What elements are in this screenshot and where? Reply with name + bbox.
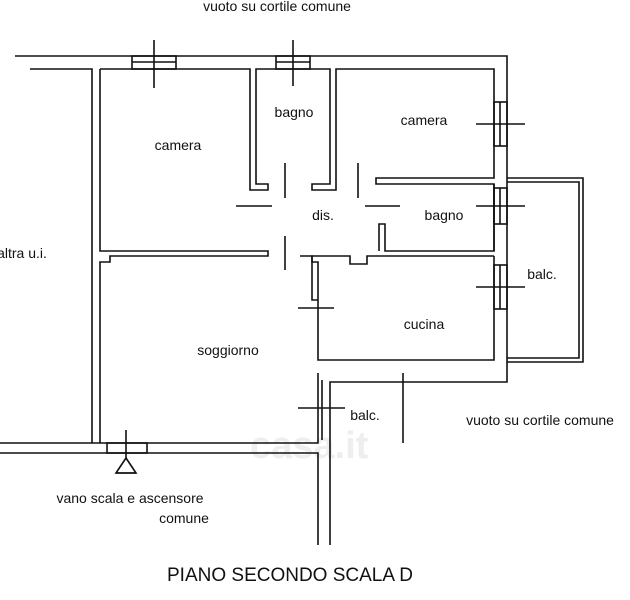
room-balcone-2: balc. (350, 407, 380, 423)
exterior-walls (0, 55, 508, 545)
label-stair-line2: comune (159, 510, 209, 526)
watermark: casa.it (250, 425, 369, 467)
room-soggiorno: soggiorno (197, 342, 259, 358)
room-cucina: cucina (403, 316, 445, 332)
plan-title: PIANO SECONDO SCALA D (166, 565, 414, 586)
room-bagno-2: bagno (424, 207, 464, 223)
room-disimpegno: dis. (312, 207, 334, 223)
door-marks (236, 163, 400, 309)
room-bagno-1: bagno (274, 104, 314, 120)
room-balcone-1: balc. (527, 266, 557, 282)
balcony-right (507, 177, 584, 363)
label-right-outside: vuoto su cortile comune (466, 412, 614, 428)
windows (106, 40, 525, 458)
label-stair-line1: vano scala e ascensore (56, 490, 204, 506)
label-top-outside: vuoto su cortile comune (203, 0, 351, 14)
entrance-triangle-icon (114, 456, 138, 474)
room-camera-2: camera (400, 112, 448, 128)
label-left-outside: altra u.i. (0, 245, 47, 261)
room-camera-1: camera (154, 137, 202, 153)
